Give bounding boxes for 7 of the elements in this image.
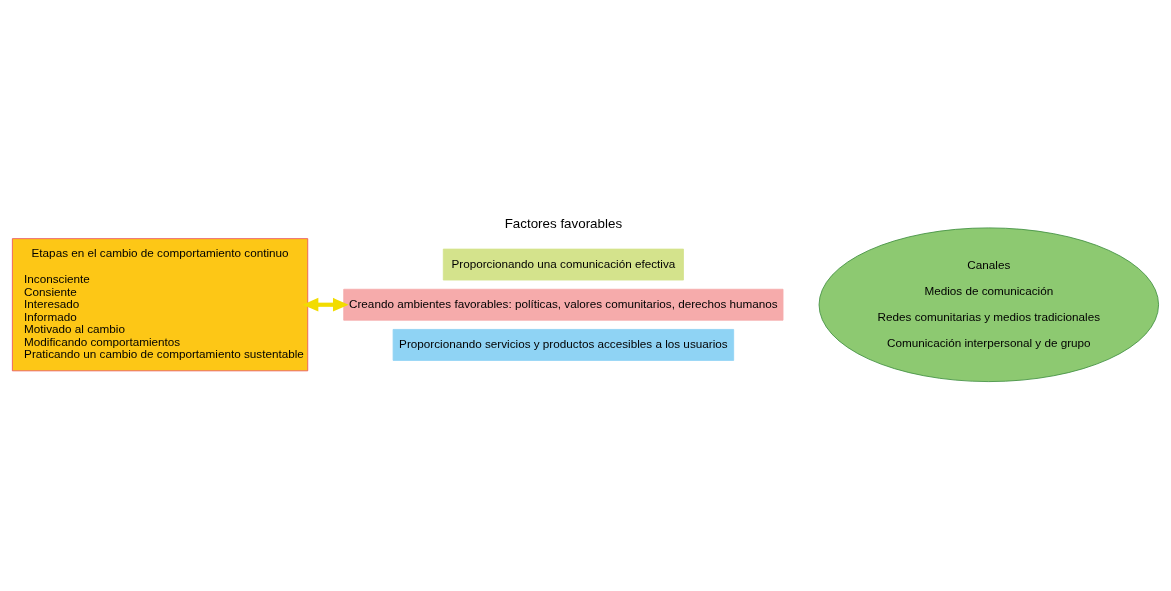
node-box: Proporcionando servicios y productos accesibles a los usuarios bbox=[392, 329, 735, 361]
label: Factores favorables bbox=[504, 215, 623, 231]
node-box: Creando ambientes favorables: políticas, valores comunitarios, derechos humanos bbox=[343, 288, 784, 321]
node-box: Etapas en el cambio de comportamiento continuo Inconsciente Consiente Interesado Informado Motivado al cambio Modificando comportamientos Praticando un cambio de comportamiento sustentable bbox=[11, 238, 309, 372]
node-ellipse: Canales Medios de comunicación Redes comunitarias y medios tradicionales Comunicación interpersonal y de grupo bbox=[818, 227, 1159, 382]
arrow bbox=[302, 297, 349, 312]
node-box: Proporcionando una comunicación efectiva bbox=[442, 248, 684, 281]
